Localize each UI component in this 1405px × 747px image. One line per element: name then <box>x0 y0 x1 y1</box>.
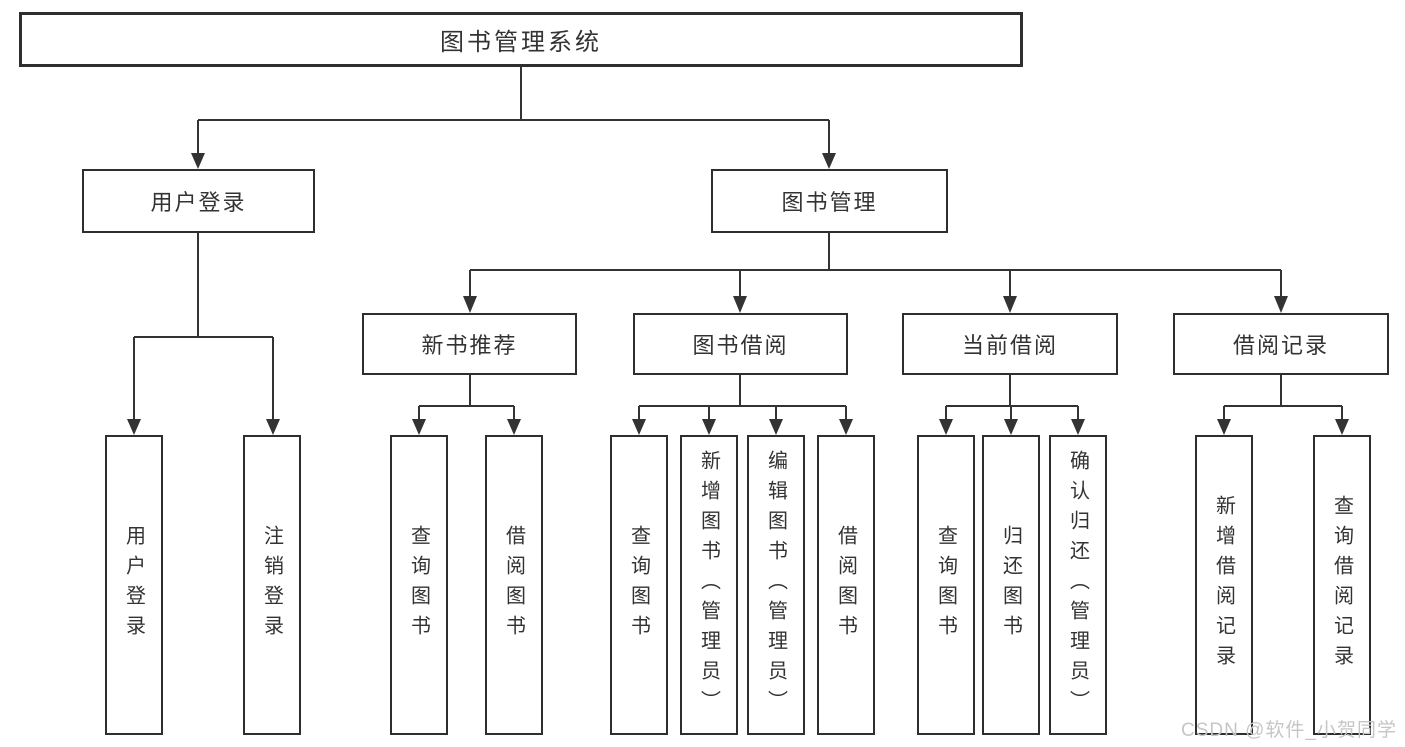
node-user-login: 用户登录 <box>82 169 315 233</box>
node-book-management: 图书管理 <box>711 169 948 233</box>
leaf-borrow-books-borrowing: 借阅图书 <box>817 435 875 735</box>
leaf-confirm-return-admin: 确认归还（管理员） <box>1049 435 1107 735</box>
node-current-borrowing: 当前借阅 <box>902 313 1118 375</box>
node-borrowing-records: 借阅记录 <box>1173 313 1389 375</box>
node-library-system: 图书管理系统 <box>19 12 1023 67</box>
leaf-borrow-books-recommend: 借阅图书 <box>485 435 543 735</box>
leaf-query-borrow-record: 查询借阅记录 <box>1313 435 1371 735</box>
leaf-return-books: 归还图书 <box>982 435 1040 735</box>
leaf-user-login: 用户登录 <box>105 435 163 735</box>
leaf-query-books-recommend: 查询图书 <box>390 435 448 735</box>
leaf-add-borrow-record: 新增借阅记录 <box>1195 435 1253 735</box>
leaf-query-books-borrowing: 查询图书 <box>610 435 668 735</box>
leaf-query-books-current: 查询图书 <box>917 435 975 735</box>
leaf-edit-books-admin: 编辑图书（管理员） <box>747 435 805 735</box>
leaf-logout: 注销登录 <box>243 435 301 735</box>
node-new-book-recommendation: 新书推荐 <box>362 313 577 375</box>
leaf-add-books-admin: 新增图书（管理员） <box>680 435 738 735</box>
node-book-borrowing: 图书借阅 <box>633 313 848 375</box>
watermark: CSDN @软件_小贺同学 <box>1181 720 1397 741</box>
